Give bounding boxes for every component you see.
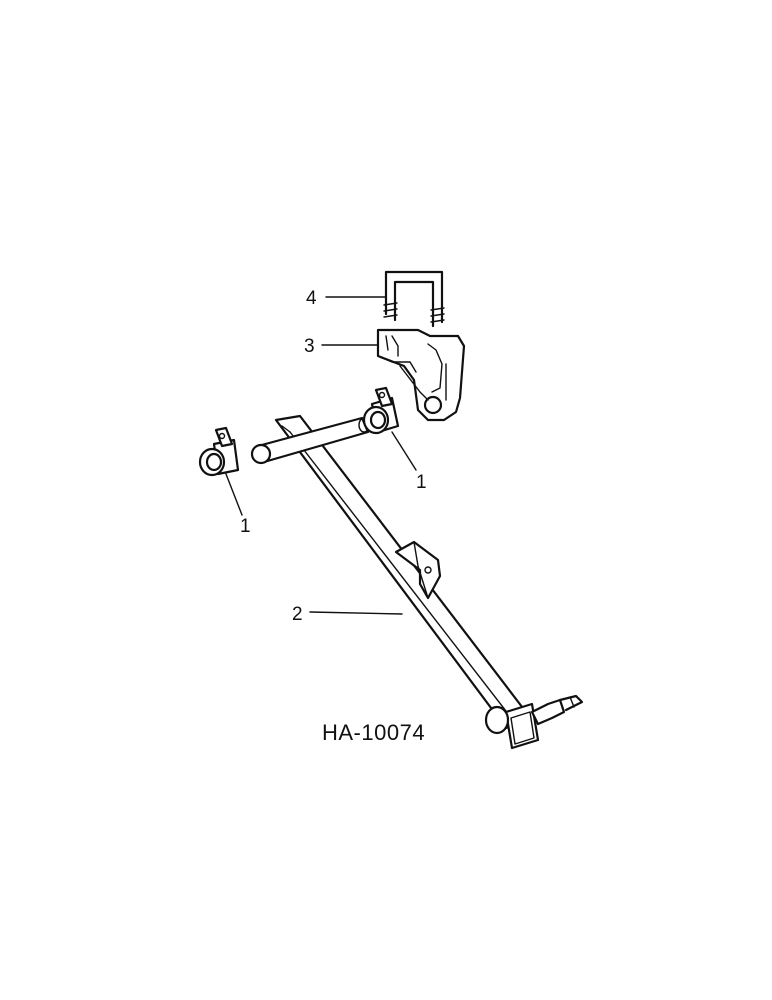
figure-code: HA-10074 <box>322 720 425 745</box>
bushing-part-1-left <box>198 426 240 477</box>
u-bolt-part-4 <box>383 270 445 328</box>
axle-beam-part-2 <box>250 414 584 750</box>
callout-3: 3 <box>304 336 315 357</box>
callout-1-left: 1 <box>240 516 251 537</box>
callout-1-right: 1 <box>416 472 427 493</box>
callout-2: 2 <box>292 604 303 625</box>
bushing-part-1-right <box>362 386 400 435</box>
callout-4: 4 <box>306 288 317 309</box>
bracket-part-3 <box>376 328 466 422</box>
leader-lines <box>225 296 417 615</box>
